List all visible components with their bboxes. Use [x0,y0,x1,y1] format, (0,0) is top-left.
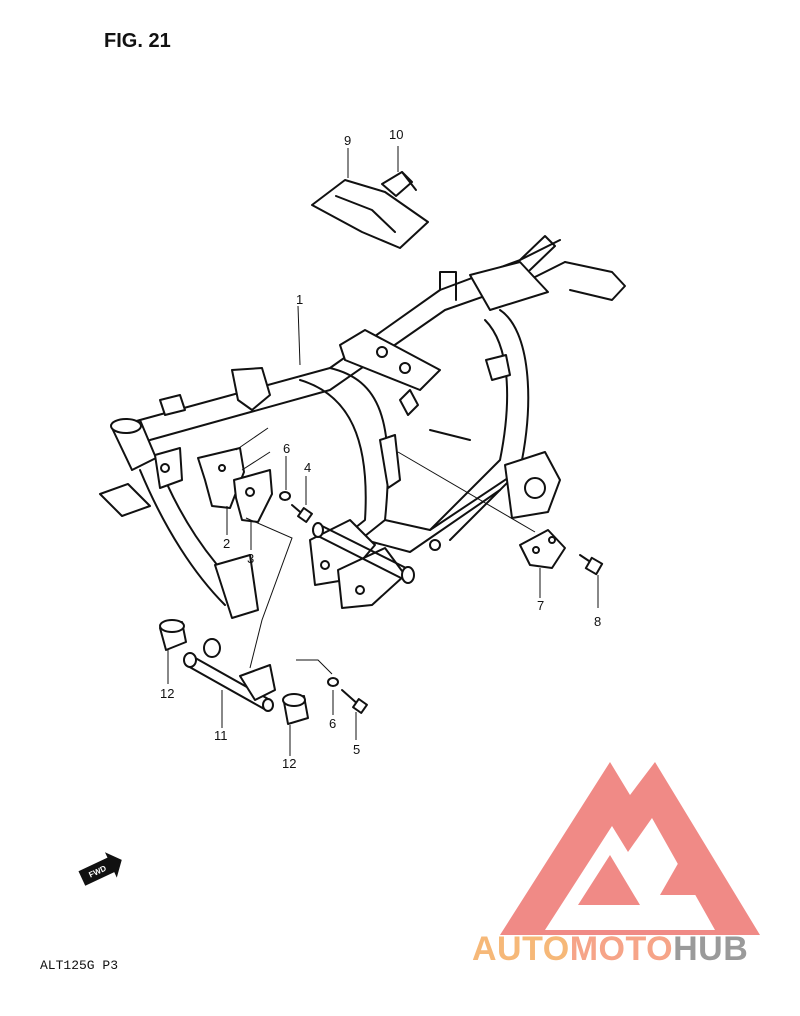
bushing-part-12-left [159,619,187,651]
callout-3: 3 [247,551,254,566]
callout-9: 9 [344,133,351,148]
watermark-logo-icon [500,762,760,935]
callout-6-lower: 6 [329,716,336,731]
bolt-part-8 [579,554,604,576]
callout-10: 10 [389,127,403,142]
callout-numbers: 1 2 3 4 5 6 6 7 8 9 10 11 12 12 [160,127,601,771]
bracket-part-2 [197,447,245,509]
callout-11: 11 [214,728,228,743]
brand-part-moto: MOTO [569,930,674,968]
bracket-part-3 [233,469,273,523]
fwd-arrow-icon: FWD [78,852,122,886]
callout-2: 2 [223,536,230,551]
callout-12-right: 12 [282,756,296,771]
figure-title: FIG. 21 [104,30,171,52]
callout-7: 7 [537,598,544,613]
bolt-part-11 [183,638,276,712]
bolt-part-4 [291,504,313,523]
bolt-part-5 [341,689,368,714]
model-code: ALT125G P3 [40,958,119,973]
washer-part-6 [279,491,291,501]
assembly-guide-lines [167,146,599,756]
brand-part-auto: AUTO [472,930,570,968]
callout-5: 5 [353,742,360,757]
callout-12-left: 12 [160,686,174,701]
main-frame [99,235,626,619]
bushing-part-12-right [282,693,309,725]
callout-8: 8 [594,614,601,629]
callout-4: 4 [304,460,311,475]
callout-1: 1 [296,292,303,307]
clamp-part-10 [381,171,417,197]
callout-6-upper: 6 [283,441,290,456]
washer-part-6-lower [327,677,339,687]
plate-part-7 [519,529,566,569]
brand-part-hub: HUB [673,930,749,968]
cover-part-9 [311,179,429,249]
watermark-brand-text: AUTOMOTOHUB [472,930,748,969]
